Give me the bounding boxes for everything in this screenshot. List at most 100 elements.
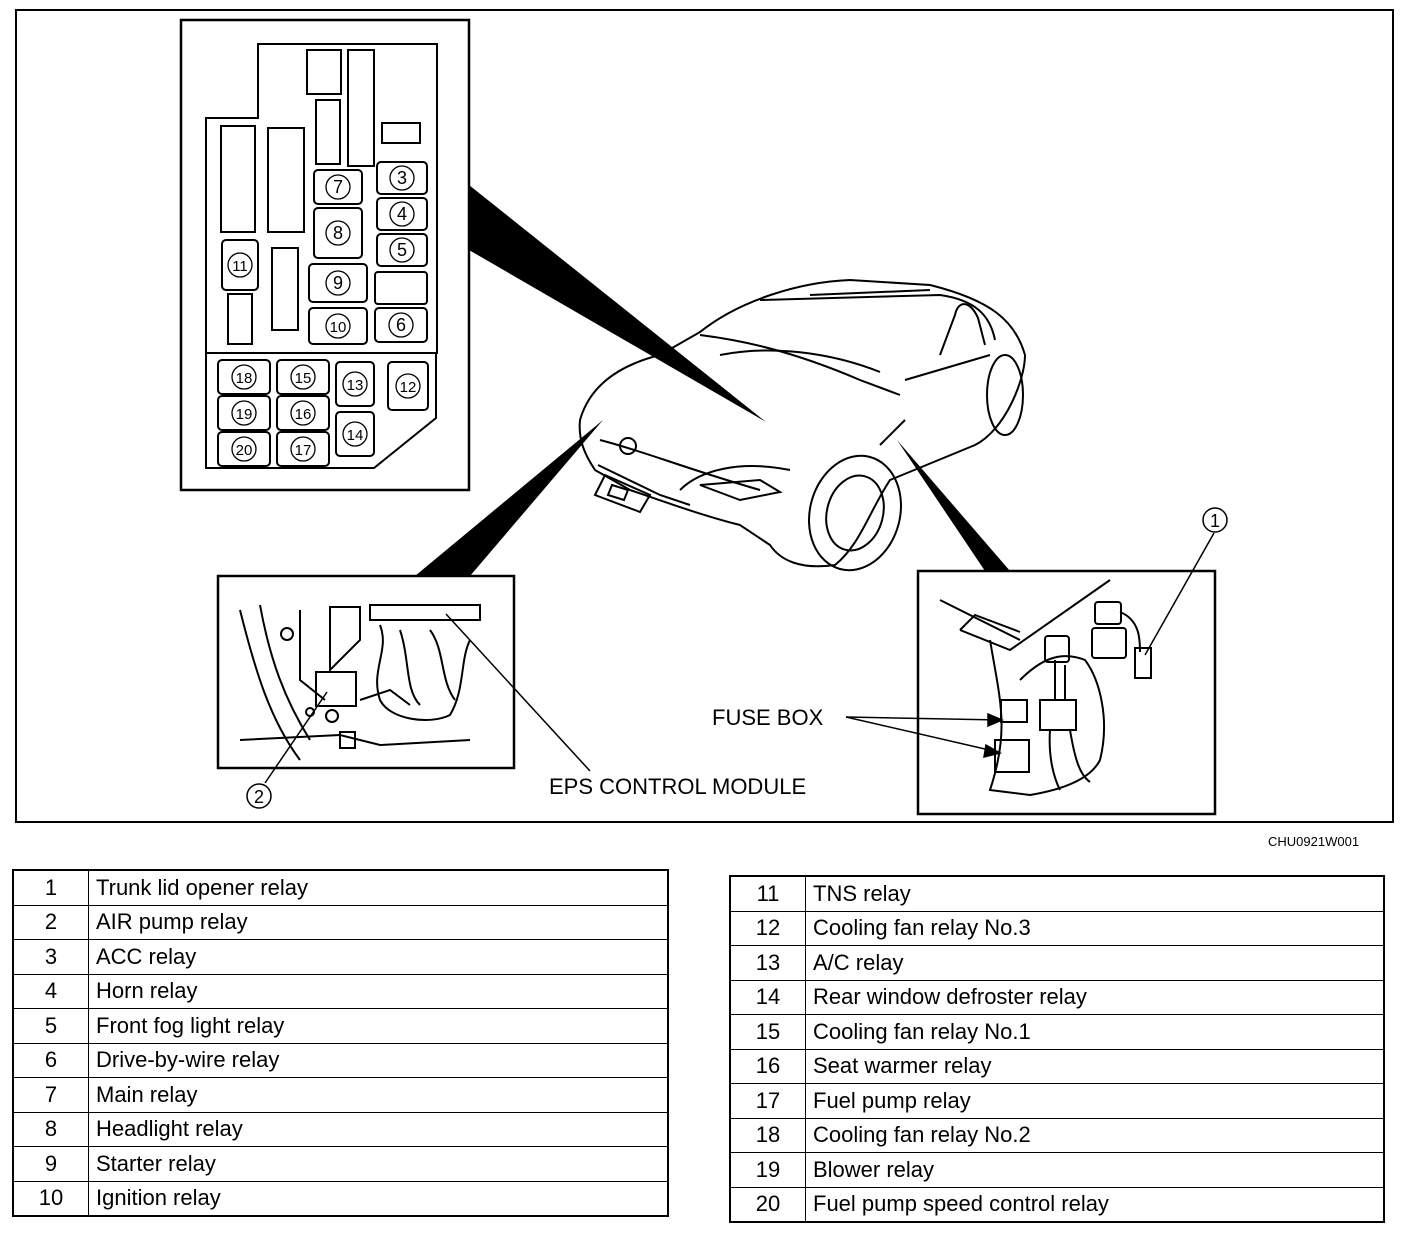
- relay-number: 19: [729, 1152, 806, 1188]
- fuse-slot-marker: [325, 313, 351, 339]
- relay-number: 8: [12, 1111, 89, 1147]
- fuse-slot-label: 16: [295, 406, 312, 423]
- fuse-slot-marker: [325, 220, 351, 246]
- relay-name: Starter relay: [88, 1146, 669, 1182]
- fuse-slot-label: 7: [333, 177, 343, 197]
- marker-1-leader: [1144, 532, 1215, 656]
- fuse-slot-marker: [325, 270, 351, 296]
- relay-name: Headlight relay: [88, 1111, 669, 1147]
- relay-number: 12: [729, 910, 806, 946]
- fuse-slot-label: 8: [333, 223, 343, 243]
- car-illustration: [578, 278, 1027, 572]
- fuse-slot: [374, 307, 428, 343]
- relay-name: Drive-by-wire relay: [88, 1042, 669, 1078]
- fuse-slot-marker: [388, 312, 414, 338]
- relay-number: 10: [12, 1180, 89, 1217]
- relay-name: Cooling fan relay No.1: [805, 1014, 1385, 1050]
- marker-1-label: 1: [1210, 511, 1220, 531]
- fuse-slot: [276, 359, 330, 395]
- relay-number: 15: [729, 1014, 806, 1050]
- relay-number: 11: [729, 875, 806, 912]
- fuse-slot: [217, 359, 271, 395]
- fuse-slot-marker: [231, 436, 257, 462]
- relay-name: TNS relay: [805, 875, 1385, 912]
- fuse-slot-label: 5: [397, 240, 407, 260]
- relay-name: ACC relay: [88, 939, 669, 975]
- fuse-slot-label: 20: [236, 442, 253, 459]
- pointer-wedges: [415, 185, 1010, 576]
- fuse-slot-label: 10: [330, 319, 347, 336]
- fuse-slot: [276, 395, 330, 431]
- fuse-slot-marker: [231, 364, 257, 390]
- fuse-slot-marker: [290, 436, 316, 462]
- fuse-slot-label: 15: [295, 370, 312, 387]
- fuse-slot-label: 14: [347, 427, 364, 444]
- eps-control-module-label: EPS CONTROL MODULE: [549, 774, 806, 799]
- fuse-slot: [376, 161, 428, 195]
- relay-name: Rear window defroster relay: [805, 979, 1385, 1015]
- relay-name: Trunk lid opener relay: [88, 869, 669, 906]
- relay-number: 14: [729, 979, 806, 1015]
- relay-name: Fuel pump relay: [805, 1083, 1385, 1119]
- relay-number: 20: [729, 1186, 806, 1223]
- fuse-slot: [376, 197, 428, 231]
- fuse-slot: [376, 233, 428, 267]
- fuse-slot: [313, 207, 363, 259]
- relay-name: Cooling fan relay No.2: [805, 1117, 1385, 1153]
- fuse-slot: [387, 361, 429, 411]
- relay-number: 9: [12, 1146, 89, 1182]
- trunk-inset: [916, 569, 1217, 816]
- fuse-slot: [308, 307, 368, 345]
- eps-module-inset: [216, 574, 516, 770]
- fuse-slot: [221, 239, 259, 291]
- fuse-slot-label: 4: [397, 204, 407, 224]
- fuse-box-inset: [179, 18, 471, 492]
- fuse-slot-marker: [342, 421, 368, 447]
- relay-number: 16: [729, 1048, 806, 1084]
- relay-number: 5: [12, 1008, 89, 1044]
- fuse-slot-marker: [290, 364, 316, 390]
- fuse-slot: [335, 361, 375, 407]
- fuse-slot-label: 11: [232, 258, 248, 275]
- relay-number: 13: [729, 945, 806, 981]
- fuse-slot-label: 12: [400, 379, 417, 396]
- fuse-slot-marker: [342, 371, 368, 397]
- fuse-slot-marker: [389, 237, 415, 263]
- fuse-slot-marker: [389, 165, 415, 191]
- relay-number: 6: [12, 1042, 89, 1078]
- relay-name: Main relay: [88, 1077, 669, 1113]
- relay-name: A/C relay: [805, 945, 1385, 981]
- fuse-slot-marker: [290, 400, 316, 426]
- fuse-slot-marker: [227, 252, 253, 278]
- fuse-slot-label: 3: [397, 168, 407, 188]
- fuse-box-label: FUSE BOX: [712, 705, 824, 730]
- fuse-box-leader-lines: [845, 712, 1004, 759]
- relay-number: 3: [12, 939, 89, 975]
- fuse-slot-marker: [395, 373, 421, 399]
- fuse-slot-marker: [231, 400, 257, 426]
- relay-number: 1: [12, 869, 89, 906]
- eps-leader-lines: [264, 613, 591, 784]
- fuse-slot-label: 18: [236, 370, 253, 387]
- fuse-slot-label: 19: [236, 406, 253, 423]
- diagram-frame: [15, 9, 1394, 823]
